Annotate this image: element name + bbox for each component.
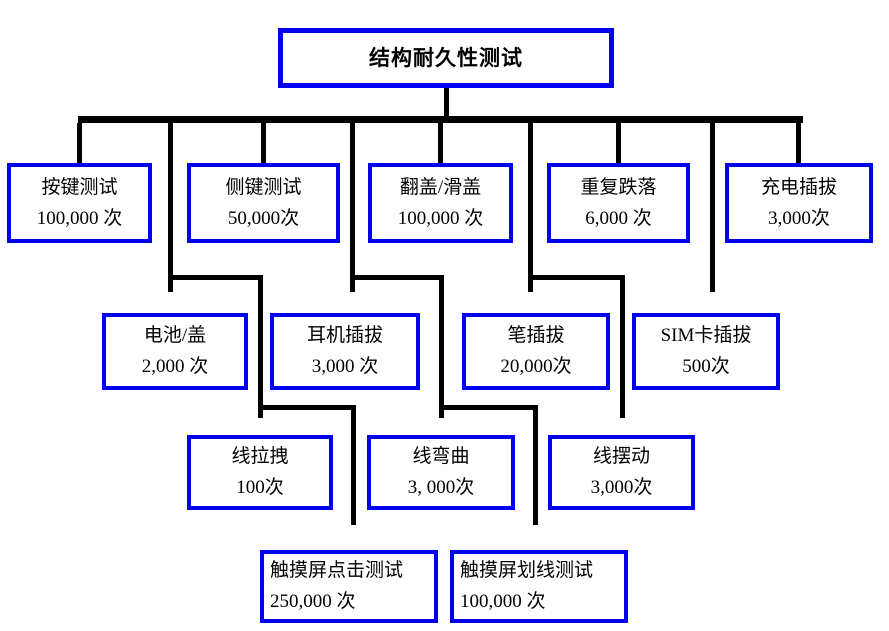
node-label: 线摆动 [592,446,650,467]
node-stylus-plug-test: 笔插拔 20,000次 [462,313,610,390]
connector-branch-touch-tap [258,405,356,410]
node-count: 50,000次 [227,207,300,229]
node-battery-cover-test: 电池/盖 2,000 次 [102,313,248,390]
node-wire-swing-test: 线摆动 3,000次 [548,435,695,510]
node-wire-pull-test: 线拉拽 100次 [187,435,333,510]
node-label: 触摸屏划线测试 [460,560,594,581]
connector-drop-side-key [261,123,266,163]
connector-drop-earphone [350,123,355,292]
node-count: 3,000 次 [311,356,379,377]
node-count: 3, 000次 [407,477,475,498]
connector-branch-touch-line [439,405,538,410]
node-label: 充电插拔 [760,176,837,198]
node-count: 6,000 次 [585,207,652,229]
node-label: 线弯曲 [412,446,470,467]
connector-drop-battery [168,123,173,292]
connector-drop-wire-swing [620,275,625,418]
node-label: 触摸屏点击测试 [270,560,404,581]
connector-drop-charge-plug [796,123,801,163]
connector-drop-flip-slide [438,123,443,163]
node-label: 笔插拔 [507,325,565,346]
connector-drop-wire-pull [258,275,263,418]
node-title: 结构耐久性测试 [369,46,523,70]
node-count: 100,000 次 [397,207,484,229]
connector-root-drop [444,87,449,118]
node-touch-line-test: 触摸屏划线测试 100,000 次 [450,550,628,623]
node-flip-slide-test: 翻盖/滑盖 100,000 次 [368,163,513,243]
node-structural-durability-test: 结构耐久性测试 [278,28,614,88]
node-count: 500次 [682,356,730,377]
node-count: 2,000 次 [141,356,209,377]
node-label: 重复跌落 [580,176,657,198]
node-count: 100,000 次 [36,207,123,229]
connector-branch-wire-swing [528,275,625,280]
node-repeat-drop-test: 重复跌落 6,000 次 [547,163,690,243]
node-touch-tap-test: 触摸屏点击测试 250,000 次 [260,550,438,623]
node-label: 翻盖/滑盖 [399,176,482,198]
node-wire-bend-test: 线弯曲 3, 000次 [367,435,515,510]
node-label: 耳机插拔 [306,325,383,346]
node-count: 100,000 次 [460,591,546,612]
connector-drop-key-test [77,123,82,163]
connector-branch-wire-bend [350,275,444,280]
connector-drop-touch-line [533,405,538,525]
node-key-test: 按键测试 100,000 次 [7,163,152,243]
node-label: SIM卡插拔 [660,325,752,346]
node-count: 250,000 次 [270,591,356,612]
node-label: 按键测试 [41,176,118,198]
node-side-key-test: 侧键测试 50,000次 [187,163,340,243]
connector-drop-drop-test [616,123,621,163]
node-label: 电池/盖 [143,325,207,346]
connector-bus [78,116,803,123]
connector-branch-wire-pull [168,275,263,280]
connector-drop-wire-bend [439,275,444,418]
node-count: 20,000次 [500,356,572,377]
node-label: 线拉拽 [231,446,289,467]
node-count: 100次 [236,477,284,498]
node-sim-plug-test: SIM卡插拔 500次 [632,313,780,390]
node-charge-plug-test: 充电插拔 3,000次 [725,163,873,243]
connector-drop-stylus [528,123,533,292]
node-earphone-plug-test: 耳机插拔 3,000 次 [270,313,420,390]
connector-drop-touch-tap [351,405,356,525]
node-label: 侧键测试 [225,176,302,198]
node-count: 3,000次 [590,477,653,498]
node-count: 3,000次 [768,207,830,229]
connector-drop-sim [710,123,715,292]
